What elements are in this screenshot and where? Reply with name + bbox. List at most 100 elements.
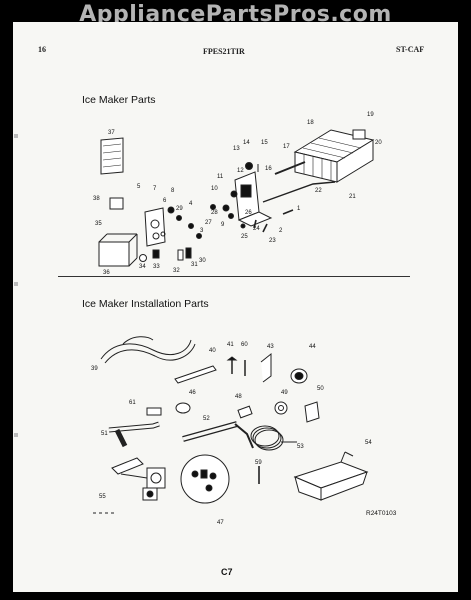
callout-53: 53	[297, 444, 304, 450]
callout-15: 15	[261, 140, 268, 146]
callout-23: 23	[269, 238, 276, 244]
callout-19: 19	[367, 112, 374, 118]
callout-5: 5	[137, 184, 141, 190]
callout-26: 26	[245, 210, 252, 216]
callout-43: 43	[267, 344, 274, 350]
callout-29: 29	[176, 206, 183, 212]
part-19	[352, 129, 366, 140]
ice-maker-parts-title: Ice Maker Parts	[82, 94, 156, 106]
part-61-clip	[146, 407, 162, 416]
installation-callouts: 39 40 41 60 43 44 61 46 48 49 50 51 52 53 54 55 47 59	[91, 342, 372, 526]
callout-47: 47	[217, 520, 224, 526]
model-number: FPES21TIR	[203, 47, 245, 56]
part-54-ice-bucket	[293, 451, 369, 501]
callout-8: 8	[171, 188, 175, 194]
edge-mark	[14, 282, 18, 286]
callout-61: 61	[129, 400, 136, 406]
callout-37: 37	[108, 130, 115, 136]
callout-25: 25	[241, 234, 248, 240]
callout-33: 33	[153, 264, 160, 270]
installation-drawing	[93, 336, 369, 514]
callout-24: 24	[253, 226, 260, 232]
callout-27: 27	[205, 220, 212, 226]
part-1-screw	[282, 209, 294, 215]
catalog-code: ST-CAF	[396, 45, 425, 54]
callout-52: 52	[203, 416, 210, 422]
section-divider	[58, 276, 410, 277]
part-53-water-line	[250, 425, 297, 451]
callout-12: 12	[237, 168, 244, 174]
callout-38: 38	[93, 196, 100, 202]
part-34	[139, 254, 147, 262]
part-36-housing	[98, 241, 130, 267]
callout-48: 48	[235, 394, 242, 400]
callout-22: 22	[315, 188, 322, 194]
part-46	[175, 402, 191, 414]
part-12	[230, 190, 238, 198]
callout-20: 20	[375, 140, 382, 146]
parts-sheet: 16 FPES21TIR ST-CAF Ice Maker Parts Ice …	[13, 22, 458, 592]
callout-60: 60	[241, 342, 248, 348]
part-10	[222, 204, 230, 212]
part-50	[304, 401, 320, 423]
reference-code: R24T0103	[366, 510, 397, 517]
part-22-arm	[262, 181, 336, 203]
callout-31: 31	[191, 262, 198, 268]
callout-36: 36	[103, 270, 110, 276]
part-55-water-valve	[111, 457, 166, 501]
callout-4: 4	[189, 201, 193, 207]
callout-54: 54	[365, 440, 372, 446]
ice-maker-drawing	[98, 129, 375, 267]
callout-11: 11	[217, 174, 224, 180]
callout-40: 40	[209, 348, 216, 354]
part-39-harness	[100, 339, 192, 360]
edge-mark	[14, 134, 18, 138]
footer-page: C7	[221, 567, 233, 577]
part-32	[177, 249, 184, 261]
part-38-plate	[109, 197, 124, 210]
callout-55: 55	[99, 494, 106, 500]
part-43-bracket	[260, 352, 272, 383]
callout-46: 46	[189, 390, 196, 396]
callout-7: 7	[153, 186, 157, 192]
callout-3: 3	[200, 228, 204, 234]
callout-14: 14	[243, 140, 250, 146]
callout-16: 16	[265, 166, 272, 172]
callout-39: 39	[91, 366, 98, 372]
callout-50: 50	[317, 386, 324, 392]
part-48	[237, 405, 253, 419]
callout-28: 28	[211, 210, 218, 216]
part-5-mount-plate	[144, 207, 166, 247]
part-8	[176, 215, 182, 221]
callout-51: 51	[101, 431, 108, 437]
callout-32: 32	[173, 268, 180, 274]
callout-44: 44	[309, 344, 316, 350]
callout-49: 49	[281, 390, 288, 396]
part-49-ring	[274, 401, 288, 415]
callout-18: 18	[307, 120, 314, 126]
edge-mark	[14, 433, 18, 437]
callout-6: 6	[163, 198, 167, 204]
callout-41: 41	[227, 342, 234, 348]
callout-2: 2	[279, 228, 283, 234]
part-37-cover	[100, 137, 124, 175]
callout-21: 21	[349, 194, 356, 200]
callout-1: 1	[297, 206, 301, 212]
callout-10: 10	[211, 186, 218, 192]
callout-13: 13	[233, 146, 240, 152]
part-33	[152, 249, 160, 259]
part-14	[245, 162, 253, 170]
callout-17: 17	[283, 144, 290, 150]
callout-35: 35	[95, 221, 102, 227]
part-40	[174, 365, 217, 384]
callout-59: 59	[255, 460, 262, 466]
callout-9: 9	[221, 222, 225, 228]
part-47-fittings-inset	[180, 454, 230, 504]
callout-34: 34	[139, 264, 146, 270]
part-6	[167, 206, 175, 214]
installation-parts-title: Ice Maker Installation Parts	[82, 298, 209, 310]
part-31	[185, 247, 192, 259]
callout-30: 30	[199, 258, 206, 264]
page-number: 16	[38, 45, 46, 54]
